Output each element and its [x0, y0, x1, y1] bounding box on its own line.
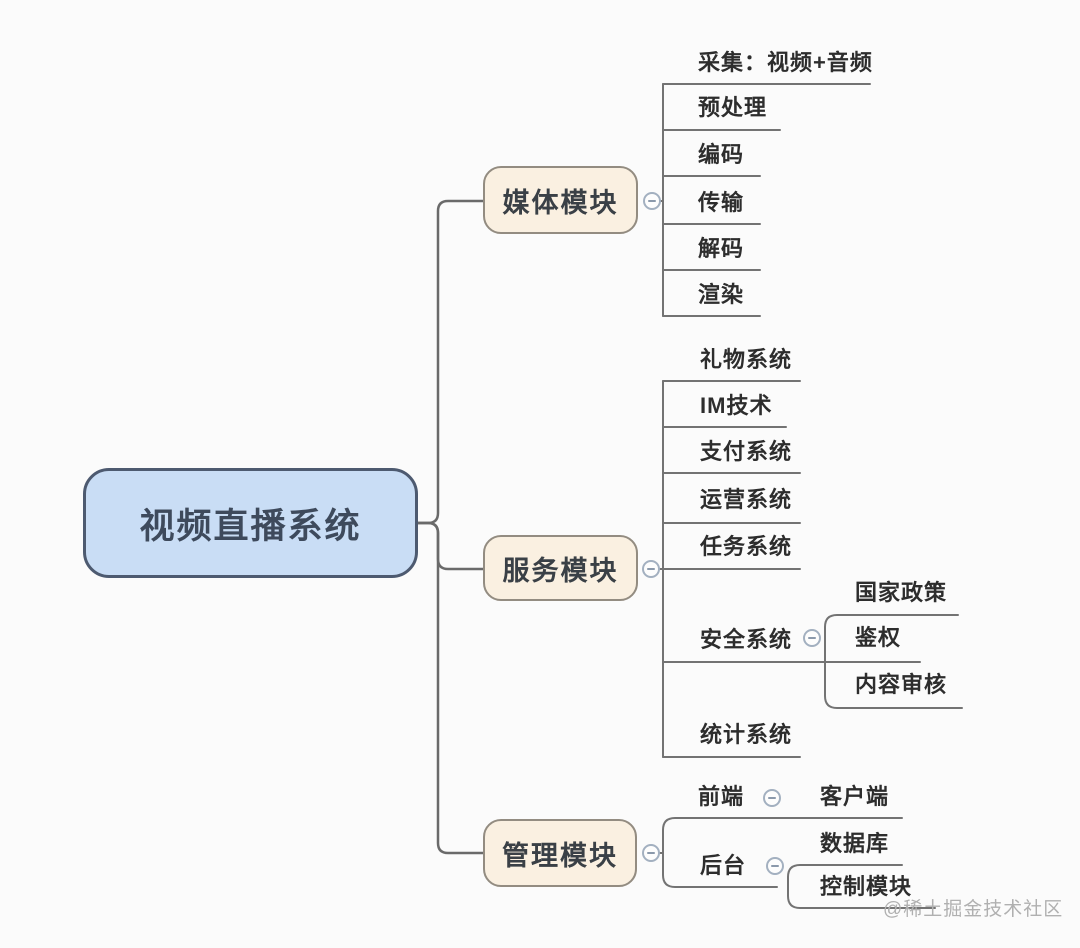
node-decode[interactable]: 解码 — [698, 236, 745, 261]
collapse-button-backend[interactable] — [766, 857, 784, 875]
branch-root-to-media — [416, 199, 485, 525]
branch-root-to-management — [416, 521, 485, 855]
minus-icon — [647, 568, 655, 570]
node-task-system[interactable]: 任务系统 — [700, 534, 793, 559]
collapse-button-frontend[interactable] — [763, 789, 781, 807]
node-encode[interactable]: 编码 — [698, 142, 745, 167]
minus-icon — [808, 637, 816, 639]
node-authentication[interactable]: 鉴权 — [855, 625, 902, 650]
node-database[interactable]: 数据库 — [820, 831, 890, 856]
node-operation-system[interactable]: 运营系统 — [700, 487, 793, 512]
node-root[interactable]: 视频直播系统 — [83, 468, 418, 578]
node-payment-system[interactable]: 支付系统 — [700, 439, 793, 464]
node-national-policy[interactable]: 国家政策 — [855, 580, 948, 605]
node-client[interactable]: 客户端 — [820, 784, 890, 809]
minus-icon — [768, 797, 776, 799]
collapse-button-security[interactable] — [803, 629, 821, 647]
node-statistics-system[interactable]: 统计系统 — [700, 722, 793, 747]
security-children-bracket — [824, 614, 963, 709]
collapse-button-management[interactable] — [642, 844, 660, 862]
minus-icon — [648, 200, 656, 202]
node-render[interactable]: 渲染 — [698, 282, 745, 307]
branch-root-to-service — [416, 521, 485, 571]
node-media-module[interactable]: 媒体模块 — [483, 166, 638, 234]
node-service-module[interactable]: 服务模块 — [483, 535, 638, 601]
node-gift-system[interactable]: 礼物系统 — [700, 347, 793, 372]
watermark: @稀土掘金技术社区 — [883, 899, 1064, 920]
node-capture[interactable]: 采集：视频+音频 — [698, 50, 873, 75]
minus-icon — [771, 865, 779, 867]
collapse-button-media[interactable] — [643, 192, 661, 210]
node-control-module[interactable]: 控制模块 — [820, 874, 913, 899]
node-backend[interactable]: 后台 — [700, 853, 747, 878]
node-security-system[interactable]: 安全系统 — [700, 627, 793, 652]
node-management-module[interactable]: 管理模块 — [483, 819, 637, 887]
collapse-button-service[interactable] — [642, 560, 660, 578]
backend-children-bracket — [787, 864, 936, 909]
node-im-tech[interactable]: IM技术 — [700, 393, 773, 418]
node-content-review[interactable]: 内容审核 — [855, 672, 948, 697]
minus-icon — [647, 852, 655, 854]
node-frontend[interactable]: 前端 — [698, 784, 745, 809]
node-preprocess[interactable]: 预处理 — [698, 95, 768, 120]
node-transport[interactable]: 传输 — [698, 190, 745, 215]
